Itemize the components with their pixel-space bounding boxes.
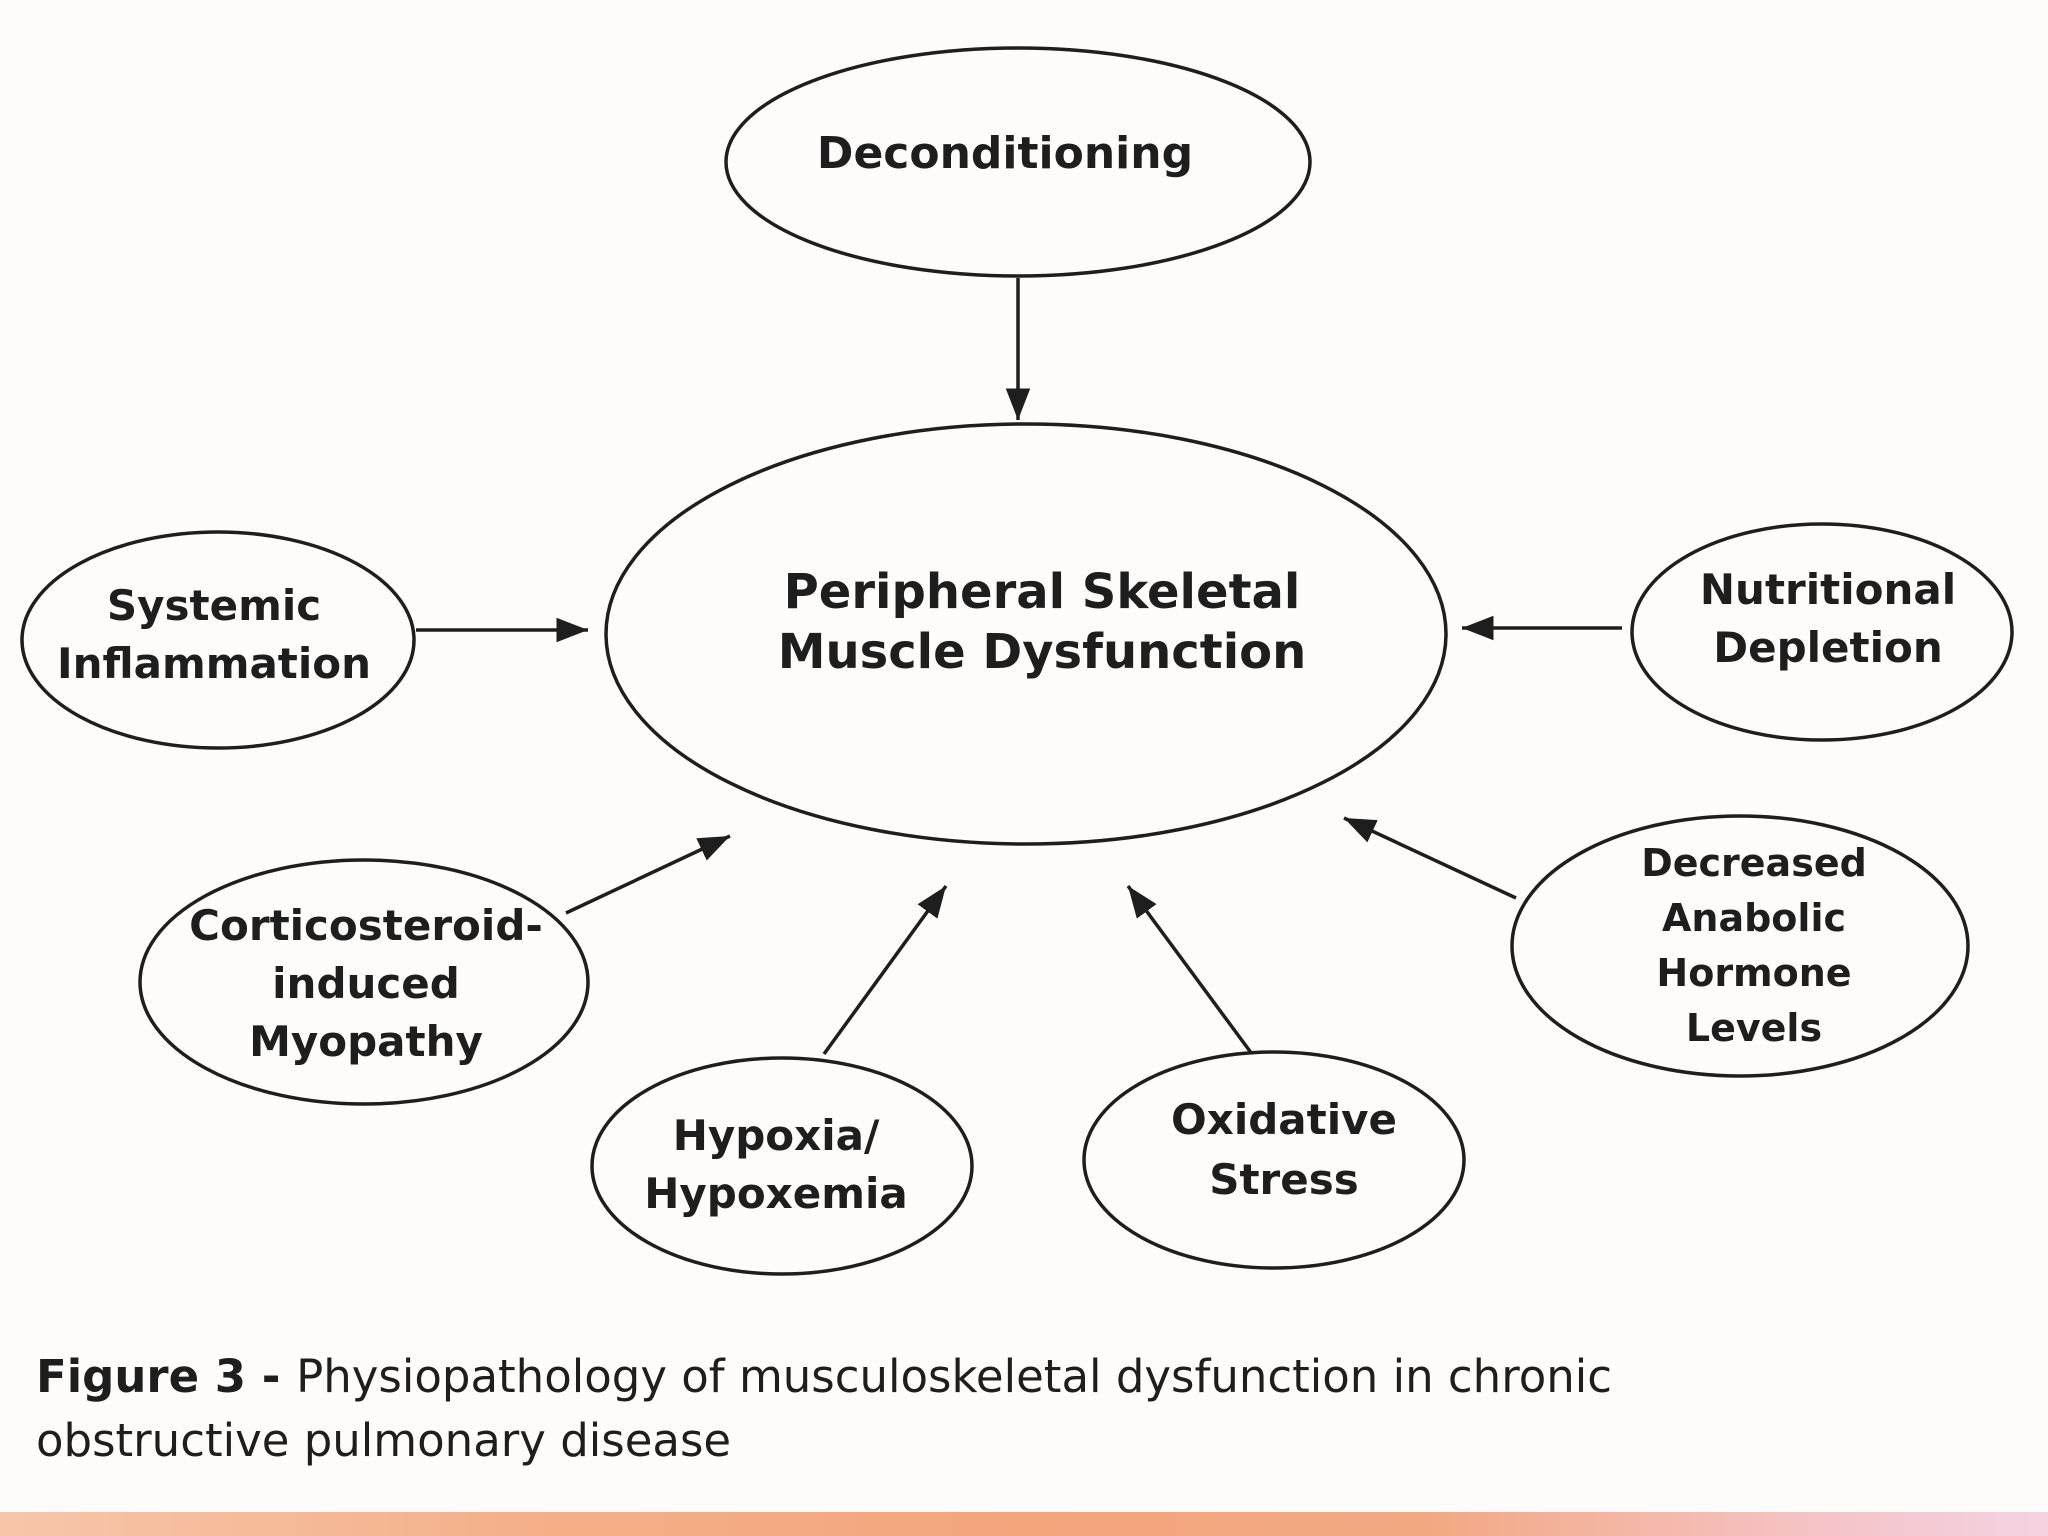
node-hypoxia-hypoxemia: Hypoxia/ Hypoxemia [590,1056,974,1276]
node-label-line: Levels [1686,1006,1822,1050]
node-label-line: Inflammation [57,639,371,688]
node-label-line: Peripheral Skeletal [784,564,1301,620]
arrow-corticosteroid-myopathy-to-center [565,834,731,915]
node-label-line: Depletion [1713,623,1943,672]
node-label-line: Myopathy [249,1017,483,1066]
decorative-gradient-band [0,1512,2048,1536]
node-peripheral-muscle-dysfunction: Peripheral Skeletal Muscle Dysfunction [604,422,1448,846]
arrow-oxidative-stress-to-center [1126,884,1254,1056]
figure-number: Figure 3 - [36,1350,297,1403]
node-label-line: Deconditioning [817,128,1193,179]
node-label-line: Hypoxemia [644,1169,908,1218]
node-label-line: Hormone [1656,951,1851,995]
node-oxidative-stress: Oxidative Stress [1082,1050,1466,1270]
node-nutritional-depletion: Nutritional Depletion [1630,522,2014,742]
arrow-anabolic-hormone-to-center [1343,816,1517,900]
node-label-line: Corticosteroid- [189,901,543,950]
arrow-hypoxia-to-center [822,884,948,1056]
node-corticosteroid-myopathy: Corticosteroid- induced Myopathy [138,858,590,1106]
node-label-line: Nutritional [1700,565,1956,614]
figure-caption: Figure 3 - Physiopathology of musculoske… [36,1345,1876,1473]
node-label-line: Hypoxia/ [673,1111,880,1160]
node-label-line: Systemic [107,581,321,630]
node-decreased-anabolic-hormone-levels: Decreased Anabolic Hormone Levels [1510,814,1970,1078]
figure-caption-text: Physiopathology of musculoskeletal dysfu… [36,1350,1613,1467]
node-label-line: Stress [1209,1155,1359,1204]
node-label-line: induced [272,959,460,1008]
node-label-line: Muscle Dysfunction [778,624,1307,680]
node-label-line: Oxidative [1171,1095,1397,1144]
node-deconditioning: Deconditioning [724,46,1312,278]
node-label-line: Anabolic [1662,896,1846,940]
node-label-line: Decreased [1641,841,1867,885]
node-systemic-inflammation: Systemic Inflammation [20,530,416,750]
